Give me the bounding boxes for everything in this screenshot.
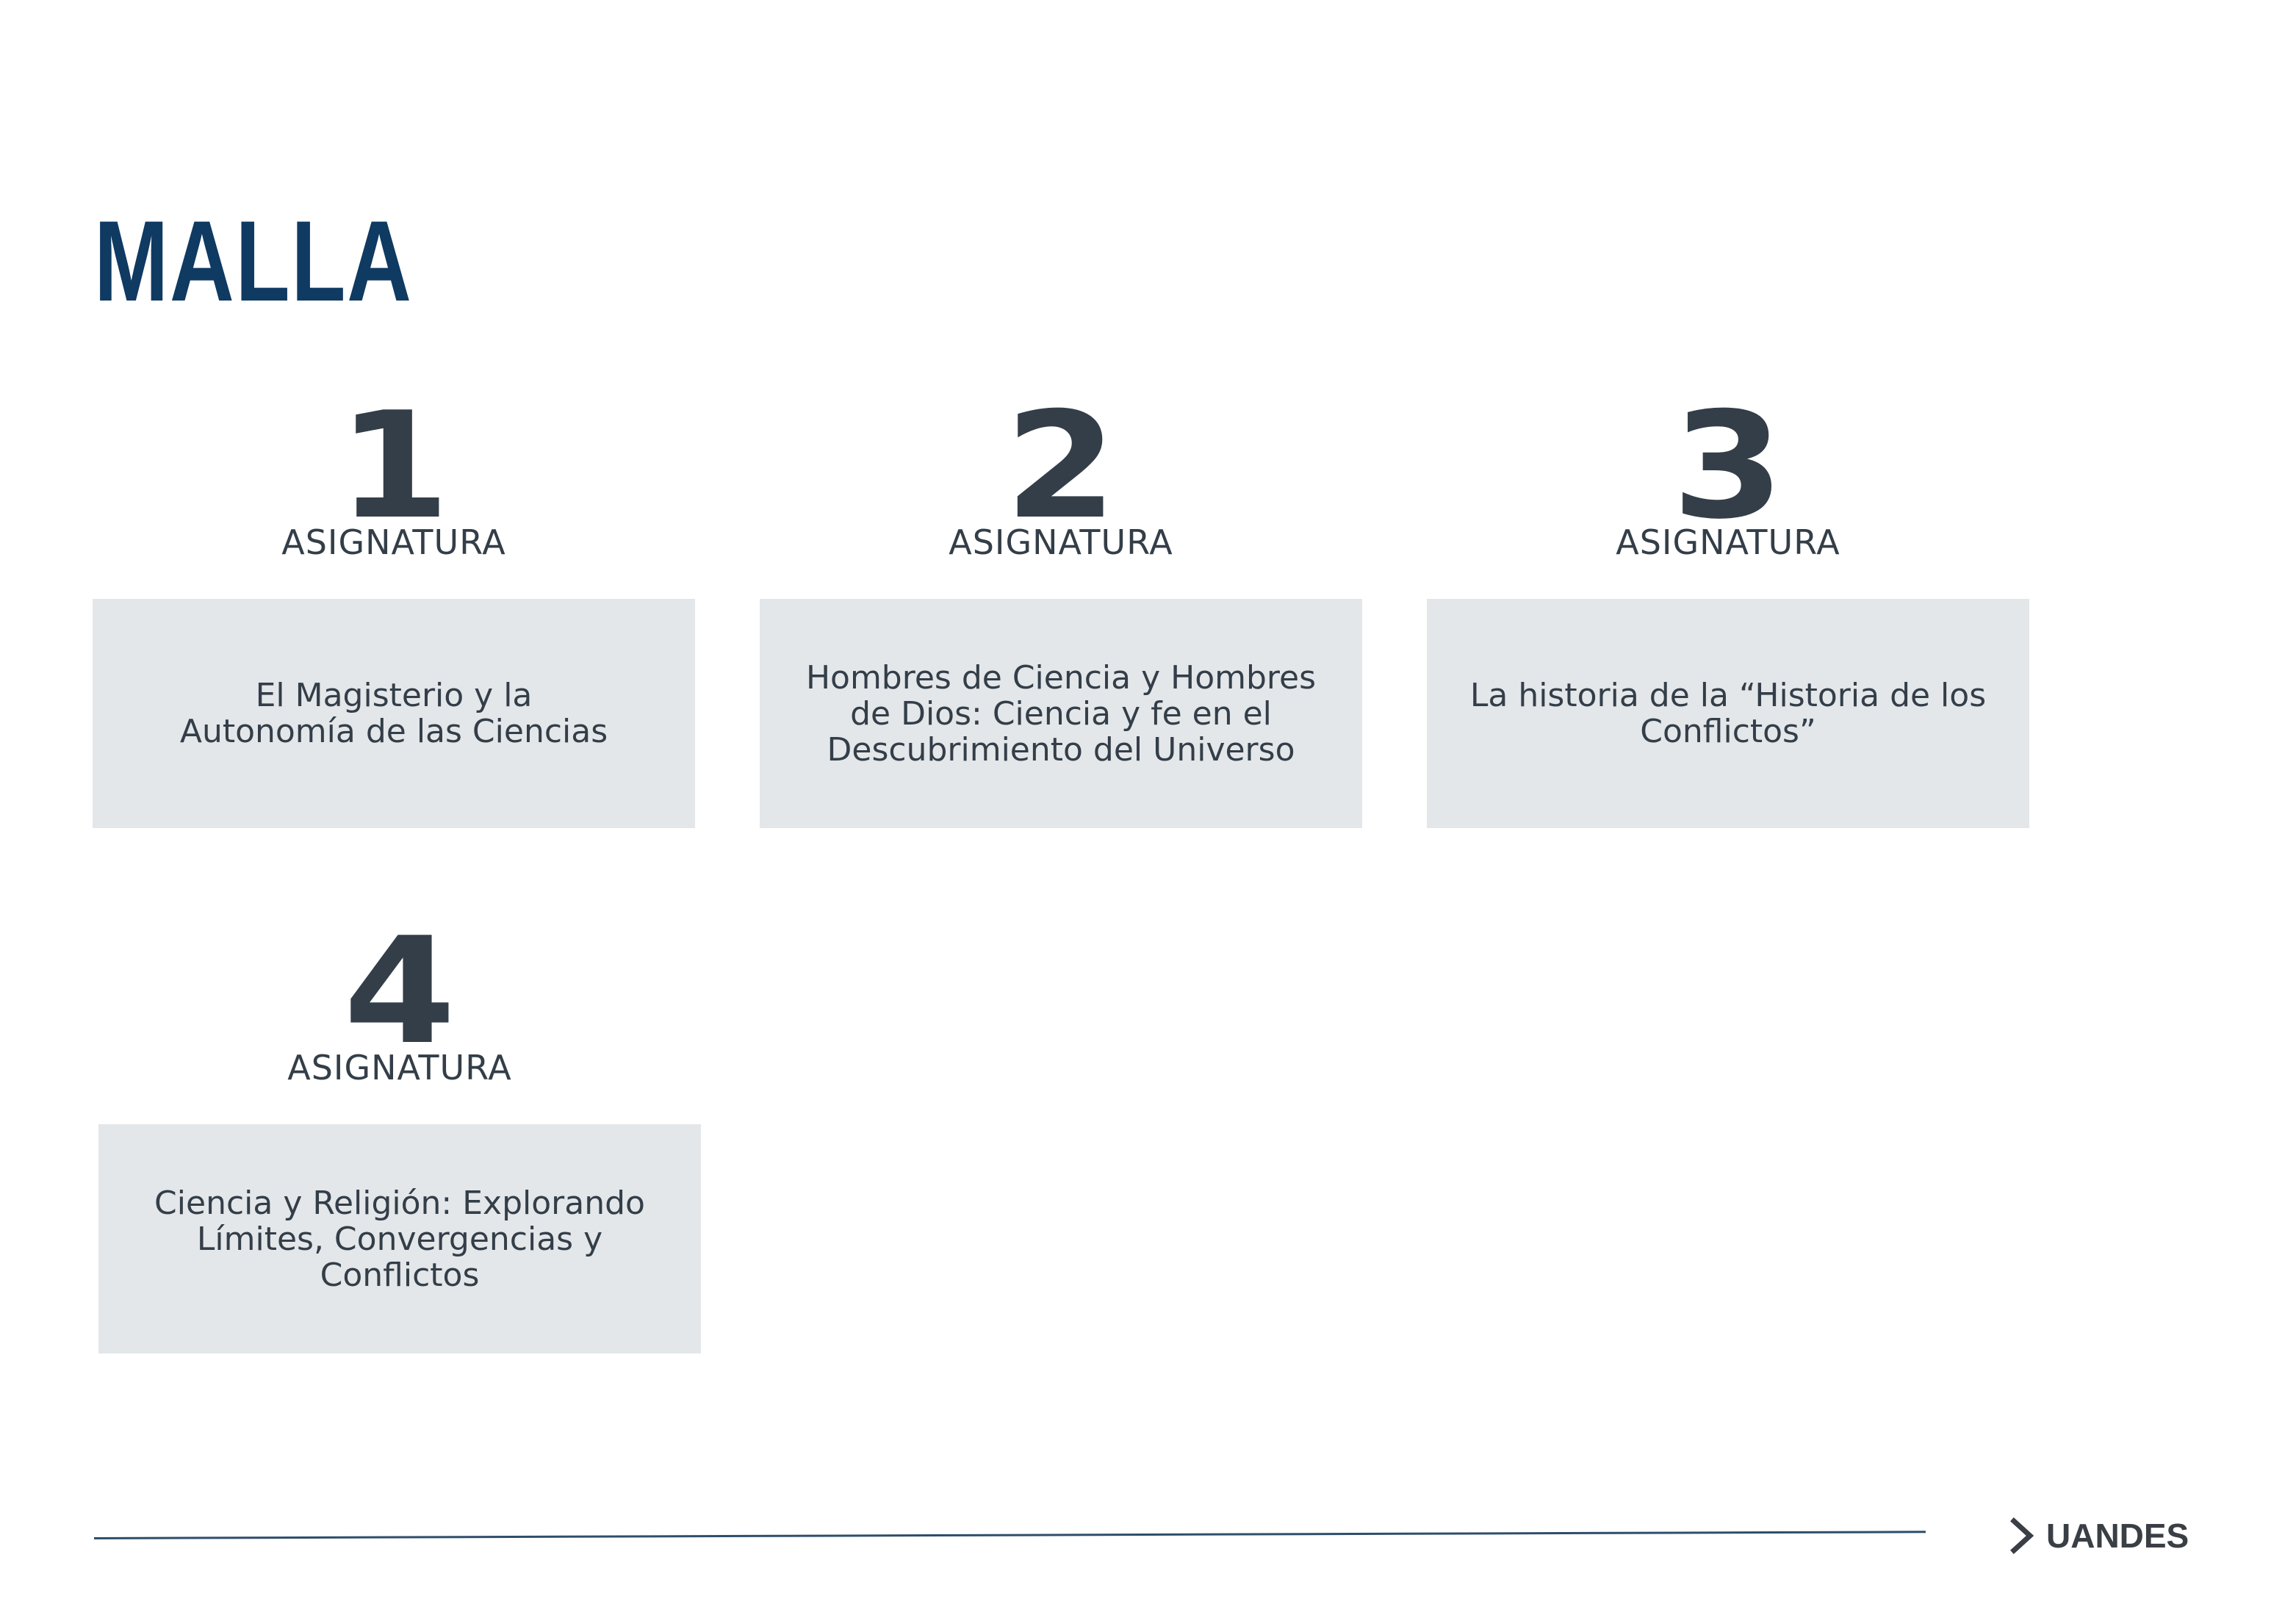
course-label: ASIGNATURA [287,1048,512,1087]
footer-divider [93,1531,1926,1539]
course-name-box: El Magisterio y la Autonomía de las Cien… [93,599,695,828]
course-name-box: Ciencia y Religión: Explorando Límites, … [98,1124,701,1353]
brand-logo: UANDES [2009,1515,2189,1556]
course-label: ASIGNATURA [281,522,506,562]
course-number: 3 [1671,381,1785,552]
chevron-right-icon [2010,1517,2034,1554]
course-number: 1 [337,381,450,552]
course-name: La historia de la “Historia de los Confl… [1469,677,1987,750]
course-name-box: La historia de la “Historia de los Confl… [1427,599,2029,828]
course-number: 2 [1004,381,1118,552]
course-name: El Magisterio y la Autonomía de las Cien… [179,677,608,750]
brand-name: UANDES [2046,1517,2189,1555]
course-name-box: Hombres de Ciencia y Hombres de Dios: Ci… [760,599,1362,828]
course-label: ASIGNATURA [949,522,1173,562]
course-name: Hombres de Ciencia y Hombres de Dios: Ci… [805,658,1317,769]
page-title: MALLA [94,198,413,326]
course-label: ASIGNATURA [1616,522,1840,562]
course-name: Ciencia y Religión: Explorando Límites, … [154,1184,645,1294]
course-number: 4 [343,906,456,1077]
